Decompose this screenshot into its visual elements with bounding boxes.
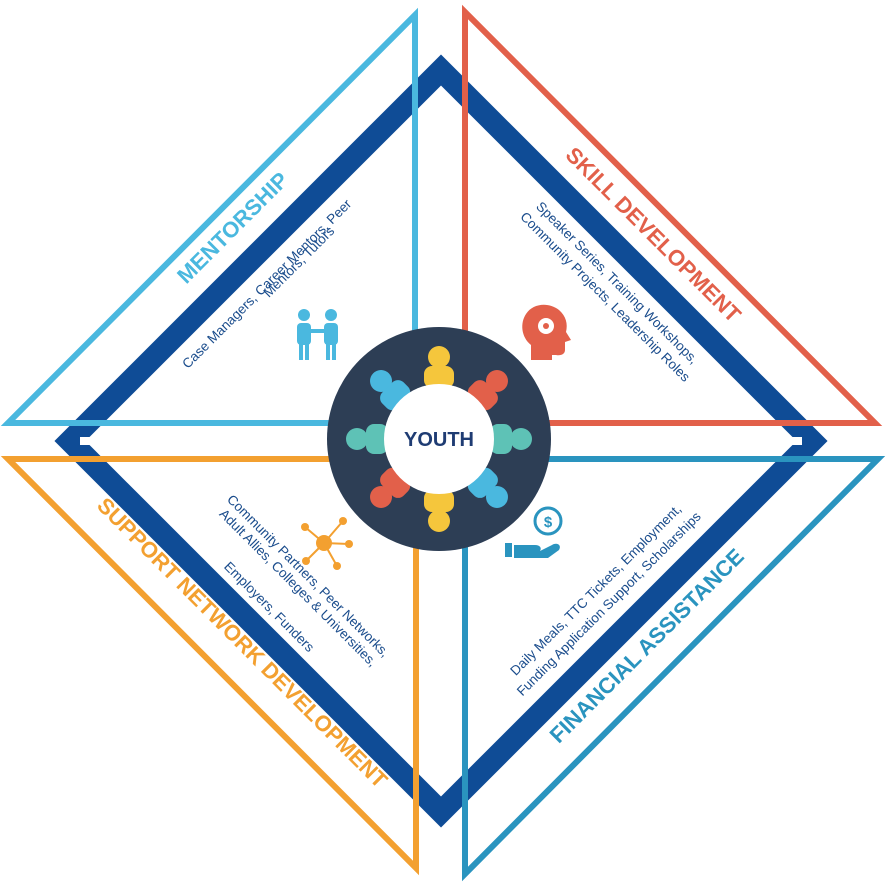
center-label: YOUTH (404, 429, 474, 451)
support-triangle (0, 456, 419, 876)
network-nodes-icon (301, 517, 353, 570)
hand-coin-icon: $ (505, 506, 563, 558)
svg-text:$: $ (544, 514, 553, 531)
mentorship-triangle (0, 7, 418, 426)
skill-title: SKILL DEVELOPMENT (561, 142, 746, 327)
center-inner-circle (384, 384, 494, 494)
head-gear-icon (522, 304, 571, 360)
financial-triangle (462, 456, 886, 882)
navy-diamond (54, 54, 828, 828)
handshake-people-icon (297, 309, 338, 360)
skill-triangle (462, 4, 883, 426)
